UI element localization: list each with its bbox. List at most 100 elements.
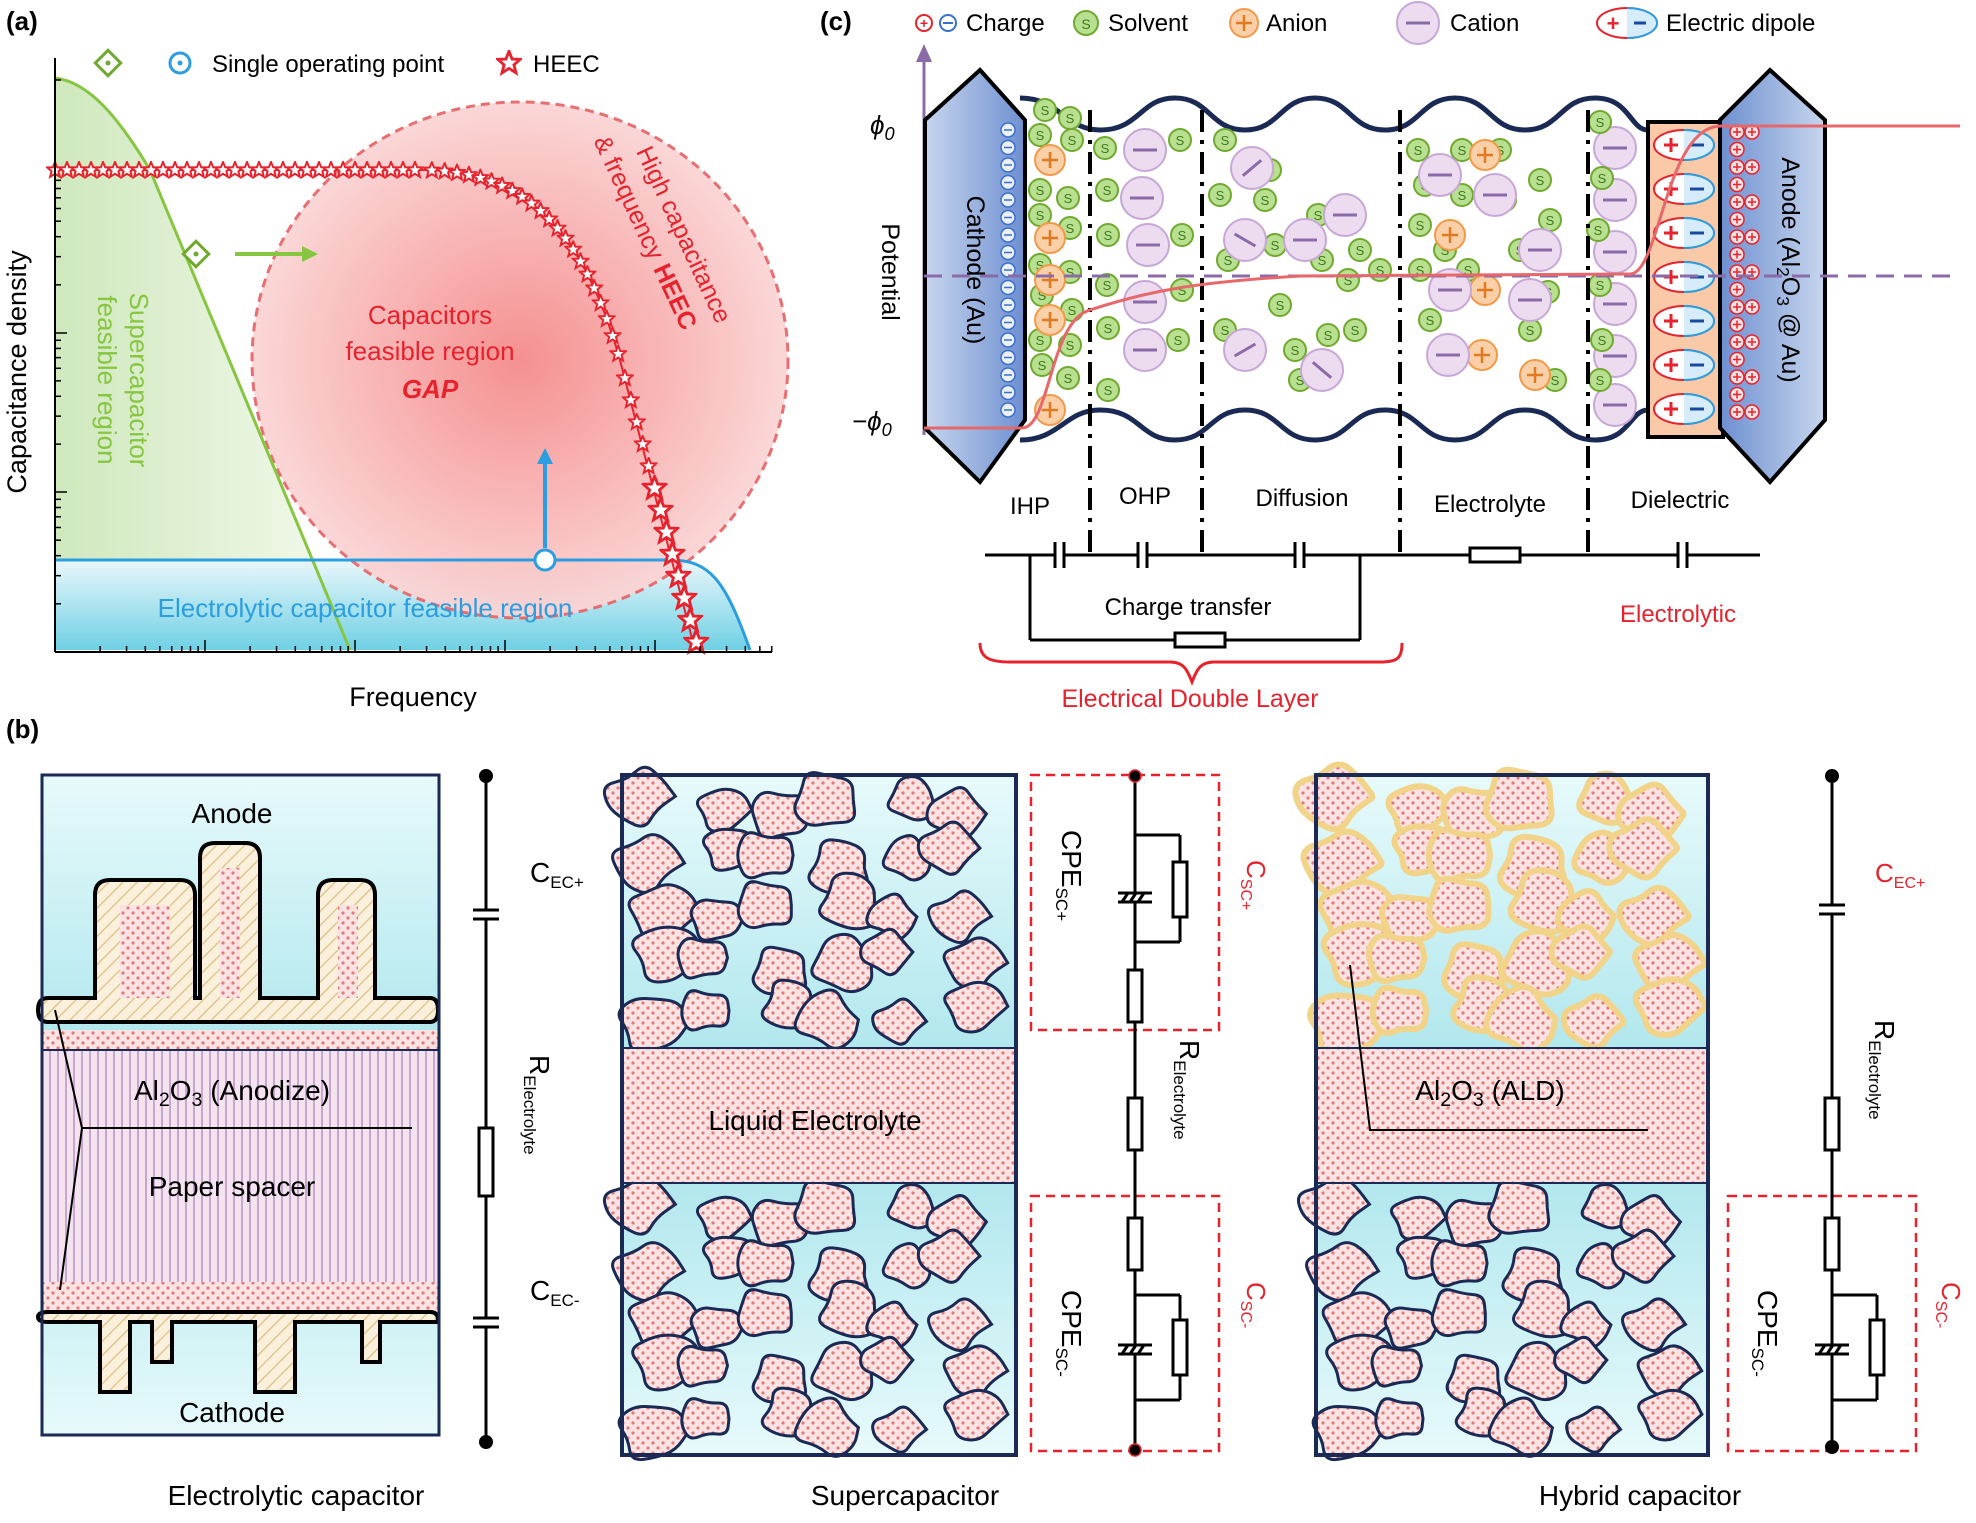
positive-charge-sign [1748,408,1756,416]
carbon-particle [1430,1239,1489,1288]
hybrid-circuit [1815,778,1886,1445]
electrolytic-label: Electrolytic [1620,601,1736,628]
carbon-particle [736,1239,795,1288]
cathode-label: Cathode (Au) [961,196,989,345]
positive-charge-sign [1748,128,1756,136]
anion-sign [1442,227,1458,243]
panel-c-circuit [985,542,1760,649]
supercap-terminal-bottom [1128,1443,1142,1457]
carbon-particle [617,996,690,1054]
dipole-plus [1664,138,1678,152]
electrolytic-capacitor: Anode Al2O3 (Anodize) Paper spacer Catho… [35,769,584,1511]
panel-a: (a) Single operating point [2,6,790,712]
edl-brace [978,642,1404,687]
dipole-plus [1664,402,1678,416]
panel-b: (b) Anode Al2O3 (Anodize) Paper spacer C… [6,714,1966,1511]
cation-sign [1233,232,1257,248]
carbon-particle [1637,1388,1704,1442]
anode-pore-3 [338,905,358,998]
solvent [1170,223,1194,247]
supercap-region-label-2: feasible region [92,295,122,464]
electrolyte-bottom-wave [1019,407,1649,443]
potential-profile [924,124,1960,430]
legend-plus-glyph: + [920,15,928,31]
solvent-letter: S [1036,183,1045,198]
carbon-particle [942,936,1010,991]
supercap-caption: Supercapacitor [811,1480,999,1511]
hybrid-c-sc-minus-text: CSC- [1932,1282,1966,1328]
carbon-particle [927,1297,994,1353]
solvent-letter: S [1276,298,1285,313]
solvent [1406,138,1430,162]
c-ec-minus-label: CEC- [530,1275,580,1310]
carbon-particle [916,820,982,876]
solvent-letter: S [1064,371,1073,386]
paper-spacer-region [42,1050,439,1282]
carbon-particle [943,1388,1010,1442]
legend-heec-marker [496,50,522,75]
legend-solvent-icon [1073,10,1099,36]
positive-charge-sign [1733,145,1741,154]
potential-axis-arrowhead [916,44,932,62]
carbon-particle [871,1405,929,1454]
positive-charge-sign [1733,215,1741,224]
electrolytic-terminal-bottom [479,1435,493,1449]
solvent [1528,168,1552,192]
solvent-letter: S [1066,111,1075,126]
legend-cation: Cation [1450,10,1519,37]
positive-charge-sign [1748,338,1756,346]
positive-charge-sign [1733,285,1741,294]
anode-positive-charges [1729,124,1760,420]
csc-plus-box [1029,773,1221,1032]
carbon-particle [810,1340,874,1402]
solvent-letter: S [1464,263,1473,278]
zone-diffusion: Diffusion [1256,485,1349,512]
electrolyte-top-wave [1019,95,1649,133]
supercap-terminal-top [1128,769,1142,783]
anion-sign [1477,282,1493,298]
solvent-letter: S [1036,128,1045,143]
electrolytic-terminal-top [479,769,493,783]
supercap-circuit [1118,778,1189,1448]
hybrid-c-sc-minus-label: CSC- [1932,1282,1966,1328]
carbon-particle [689,898,745,942]
solvent [1348,238,1372,262]
solvent-letter: S [1221,133,1230,148]
carbon-particle [810,932,874,994]
electrolytic-caption: Electrolytic capacitor [168,1480,425,1511]
anode-pore-2 [220,868,240,998]
hybrid-r-electrolyte-text: RElectrolyte [1865,1020,1900,1120]
solvent-letter: S [1526,323,1535,338]
solvent-letter: S [1291,343,1300,358]
legend-solvent: Solvent [1108,10,1188,37]
carbon-particle [1385,900,1437,941]
legend-dipole-plus: + [1607,11,1620,36]
potential-label: Potential [876,223,904,320]
carbon-particle [865,1300,919,1349]
carbon-particle [1487,1179,1551,1235]
cathode-label: Cathode [179,1397,285,1428]
carbon-particle [1612,822,1674,875]
solvent-letter: S [1594,223,1603,238]
carbon-particle [1610,1228,1676,1284]
solvent-letter: S [1068,303,1077,318]
zone-electrolyte: Electrolyte [1434,491,1546,518]
legend-heec: HEEC [533,51,600,78]
carbon-particle [1553,1335,1609,1385]
carbon-particle [1306,834,1379,893]
carbon-particle [942,1344,1010,1399]
carbon-particle [1622,890,1686,943]
carbon-particle [1565,1405,1623,1454]
carbon-particle [1313,998,1383,1052]
al2o3-anodize-label: Al2O3 (Anodize) [134,1075,330,1111]
electrolytic-border [40,773,441,1437]
positive-charge-sign [1733,320,1741,329]
cathode-negative-charges [1000,122,1016,418]
zone-ohp: OHP [1119,483,1171,510]
carbon-particle [1383,1306,1439,1350]
carbon-particle [611,833,687,895]
hybrid-terminal-bottom [1825,1440,1839,1454]
solvent-letter: S [1178,228,1187,243]
solvent-letter: S [1458,143,1467,158]
legend-positive-charge [915,14,933,32]
